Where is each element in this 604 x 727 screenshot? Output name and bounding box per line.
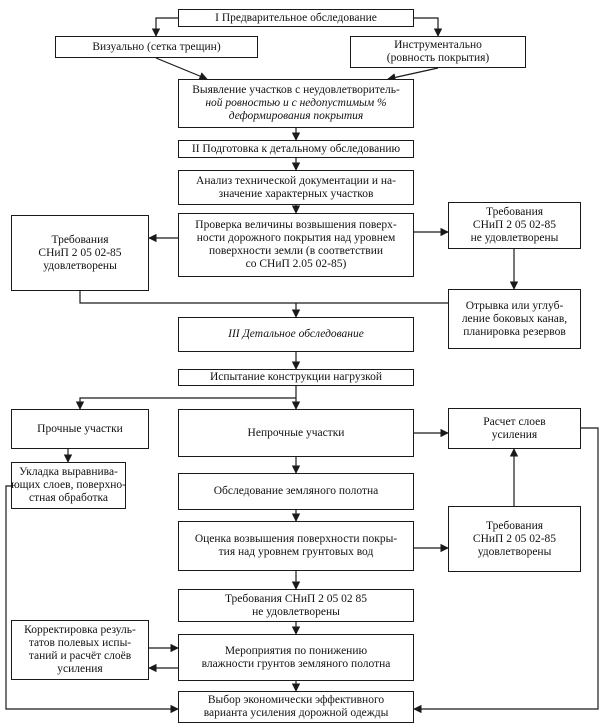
node-leveling-line-3: стная обработка <box>28 492 108 504</box>
node-identify-line-3: деформирования покрытия <box>228 110 364 122</box>
node-strong-line-1: Прочные участки <box>37 422 123 435</box>
connector-load-test-split <box>75 386 297 410</box>
node-req-not-met-1: Требования СНиП 2 05 02-85 не удовлетвор… <box>448 202 581 249</box>
node-instrumental: Инструментально (ровность покрытия) <box>350 36 526 68</box>
node-calc-layers-line-1: Расчет слоев <box>483 415 546 428</box>
node-req-met-1: Требования СНиП 2 05 02-85 удовлетворены <box>11 215 149 291</box>
node-strong: Прочные участки <box>11 409 149 449</box>
node-analysis: Анализ технической документации и на- зн… <box>178 170 414 205</box>
node-correction: Корректировка резуль- татов полевых испы… <box>11 620 149 680</box>
node-load-test-line-1: Испытание конструкции нагрузкой <box>209 371 383 383</box>
node-identify: Выявление участков с неудовлетворитель- … <box>178 79 414 128</box>
node-analysis-line-2: значение характерных участков <box>218 187 374 200</box>
node-visual: Визуально (сетка трещин) <box>55 36 258 58</box>
node-ditches-line-2: ление боковых канав, <box>461 312 568 325</box>
node-correction-line-3: таний и расчёт слоёв <box>28 650 132 662</box>
node-moisture-line-1: Мероприятия по понижению <box>224 644 368 657</box>
node-instrumental-line-2: (ровность покрытия) <box>386 52 490 64</box>
node-stage1-line-1: I Предварительное обследование <box>215 11 377 24</box>
node-req-not-met-1-line-1: Требования <box>485 206 544 218</box>
node-moisture-line-2: влажности грунтов земляного полотна <box>201 657 391 670</box>
connector-req-met-1-merge <box>79 291 296 304</box>
node-ditches: Отрывка или углуб- ление боковых канав, … <box>448 289 581 349</box>
node-check-height-line-2: ности дорожного покрытия над уровнем <box>196 232 396 244</box>
node-instrumental-line-1: Инструментально <box>394 39 482 51</box>
node-choice-line-2: варианта усиления дорожной одежды <box>203 707 389 719</box>
node-stage1: I Предварительное обследование <box>178 9 414 27</box>
node-subgrade-line-1: Обследование земляного полотна <box>213 485 379 497</box>
node-req-not-met-1-line-2: СНиП 2 05 02-85 <box>472 219 557 231</box>
node-subgrade: Обследование земляного полотна <box>178 473 414 510</box>
node-req-met-2-line-1: Требования <box>485 519 544 532</box>
node-leveling-line-2: ющих слоев, поверхно- <box>11 479 126 491</box>
node-req-met-1-line-2: СНиП 2 05 02-85 <box>38 246 122 259</box>
node-groundwater-line-2: тия над уровнем грунтовых вод <box>218 546 374 558</box>
node-choice: Выбор экономически эффективного варианта… <box>178 691 414 723</box>
node-calc-layers: Расчет слоев усиления <box>448 408 581 449</box>
connector-visual-to-identify <box>155 57 208 81</box>
node-weak-line-1: Непрочные участки <box>247 426 345 439</box>
node-ditches-line-1: Отрывка или углуб- <box>465 299 564 312</box>
node-identify-line-2: ной ровностью и с недопустимым % <box>205 97 387 109</box>
node-weak: Непрочные участки <box>178 409 414 457</box>
node-req-met-2-line-2: СНиП 2 05 02-85 <box>472 532 557 545</box>
node-stage2: II Подготовка к детальному обследованию <box>178 140 414 158</box>
node-req-met-2: Требования СНиП 2 05 02-85 удовлетворены <box>448 506 581 572</box>
node-visual-line-1: Визуально (сетка трещин) <box>92 40 221 53</box>
node-req-not-met-1-line-3: не удовлетворены <box>470 232 559 244</box>
node-load-test: Испытание конструкции нагрузкой <box>178 369 414 386</box>
node-req-not-met-2: Требования СНиП 2 05 02 85 не удовлетвор… <box>178 589 414 622</box>
node-check-height-line-4: со СНиП 2.05 02-85) <box>245 258 347 270</box>
node-req-not-met-2-line-2: не удовлетворены <box>252 605 340 618</box>
node-calc-layers-line-2: усиления <box>491 428 538 441</box>
node-check-height: Проверка величины возвышения поверх- нос… <box>178 213 414 277</box>
node-req-met-2-line-3: удовлетворены <box>477 545 552 558</box>
node-groundwater-line-1: Оценка возвышения поверхности покры- <box>194 533 398 545</box>
node-ditches-line-3: планировка резервов <box>463 325 566 338</box>
node-stage2-line-1: II Подготовка к детальному обследованию <box>191 142 401 155</box>
node-analysis-line-1: Анализ технической документации и на- <box>196 174 396 187</box>
node-correction-line-4: усиления <box>57 663 103 675</box>
node-correction-line-1: Корректировка резуль- <box>24 624 136 636</box>
connector-instrumental-to-identify <box>387 67 439 82</box>
node-req-not-met-2-line-1: Требования СНиП 2 05 02 85 <box>224 592 368 605</box>
node-identify-line-1: Выявление участков с неудовлетворитель- <box>192 84 400 96</box>
node-groundwater: Оценка возвышения поверхности покры- тия… <box>178 521 414 571</box>
node-check-height-line-1: Проверка величины возвышения поверх- <box>195 219 397 231</box>
node-req-met-1-line-1: Требования <box>51 233 109 246</box>
node-stage3: III Детальное обследование <box>178 317 414 352</box>
node-correction-line-2: татов полевых испы- <box>28 637 132 649</box>
node-leveling-line-1: Укладка выравнива- <box>19 466 118 478</box>
node-check-height-line-3: поверхности земли (в соответствии <box>208 245 384 257</box>
connector-leveling-to-choice <box>5 485 179 714</box>
node-choice-line-1: Выбор экономически эффективного <box>207 694 385 706</box>
node-leveling: Укладка выравнива- ющих слоев, поверхно-… <box>11 462 126 509</box>
node-req-met-1-line-3: удовлетворены <box>43 259 117 272</box>
node-moisture: Мероприятия по понижению влажности грунт… <box>178 634 414 681</box>
connector-stage1-to-instrumental <box>414 17 443 37</box>
node-stage3-line-1: III Детальное обследование <box>228 328 364 340</box>
connector-calc-to-choice <box>413 427 599 714</box>
